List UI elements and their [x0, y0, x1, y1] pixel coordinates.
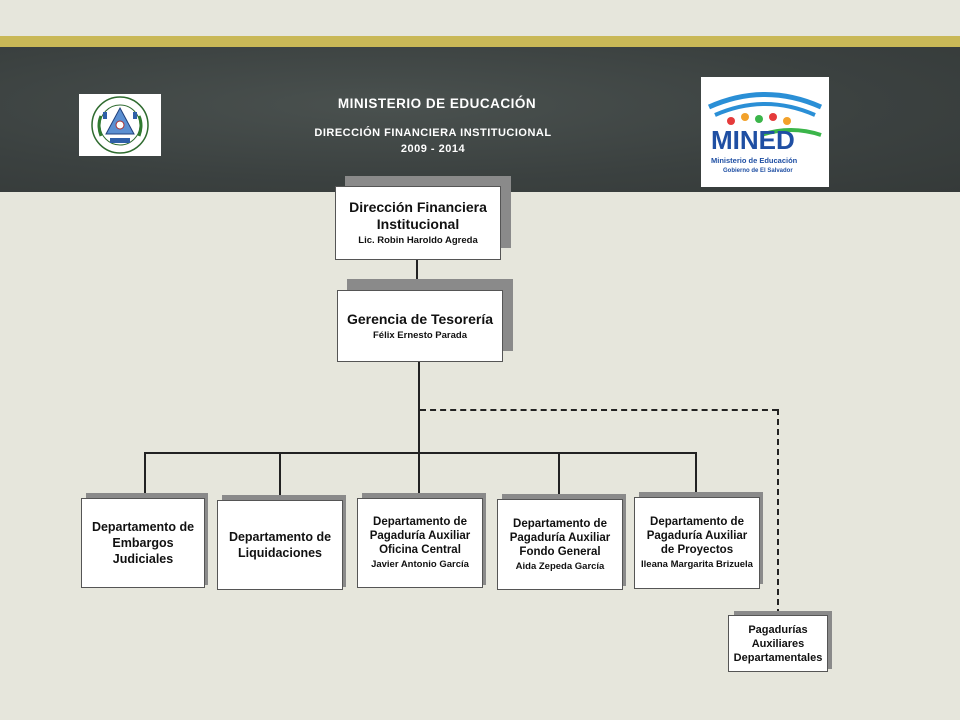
coat-of-arms-icon: [91, 96, 149, 154]
connector-gerencia-down: [418, 362, 420, 453]
gerencia-tesoreria-box: Gerencia de Tesorería Félix Ernesto Para…: [337, 290, 503, 362]
connector-departments-bus: [144, 452, 697, 454]
accent-stripe: [0, 36, 960, 47]
dept-5-line2: Pagaduría Auxiliar: [646, 530, 748, 542]
connector-dept-4: [558, 452, 560, 498]
connector-dept-3: [418, 452, 420, 498]
mined-logo-icon: MINED Ministerio de Educación Gobierno d…: [707, 92, 823, 174]
dept-1-line1: Departamento de: [91, 520, 195, 534]
dept-4-line3: Fondo General: [519, 545, 601, 558]
dept-3-line2: Pagaduría Auxiliar: [369, 530, 471, 542]
dashed-connector-horizontal: [420, 409, 778, 411]
pagadurias-line3: Departamentales: [733, 651, 823, 664]
dashed-connector-vertical: [777, 409, 779, 615]
dept-4-line2: Pagaduría Auxiliar: [509, 531, 611, 544]
dept-embargos-box: Departamento de Embargos Judiciales: [81, 498, 205, 588]
direccion-person: Lic. Robin Haroldo Agreda: [358, 235, 478, 246]
ministry-title: MINISTERIO DE EDUCACIÓN: [337, 96, 537, 111]
svg-text:MINED: MINED: [711, 125, 795, 155]
dept-3-person: Javier Antonio García: [371, 559, 469, 570]
connector-dept-2: [279, 452, 281, 498]
svg-text:Ministerio de Educación: Ministerio de Educación: [711, 156, 798, 165]
period-years: 2009 - 2014: [400, 143, 466, 155]
dept-liquidaciones-box: Departamento de Liquidaciones: [217, 500, 343, 590]
dept-4-line1: Departamento de: [513, 517, 607, 530]
dept-5-line3: de Proyectos: [660, 544, 734, 556]
dept-5-person: Ileana Margarita Brizuela: [641, 559, 753, 570]
direccion-title-line1: Dirección Financiera: [349, 199, 487, 215]
dept-fondo-general-box: Departamento de Pagaduría Auxiliar Fondo…: [497, 499, 623, 590]
dept-proyectos-box: Departamento de Pagaduría Auxiliar de Pr…: [634, 497, 760, 589]
connector-dept-1: [144, 452, 146, 498]
dept-3-line1: Departamento de: [373, 516, 467, 528]
dept-5-line1: Departamento de: [650, 516, 744, 528]
connector-dept-5: [695, 452, 697, 498]
dept-2-line2: Liquidaciones: [237, 546, 323, 560]
direction-subtitle: DIRECCIÓN FINANCIERA INSTITUCIONAL: [314, 127, 552, 139]
connector-direccion-gerencia: [416, 260, 418, 292]
coat-of-arms-logo: [79, 94, 161, 156]
gerencia-title: Gerencia de Tesorería: [346, 310, 494, 327]
pagadurias-departamentales-box: Pagadurías Auxiliares Departamentales: [728, 615, 828, 672]
gerencia-person: Félix Ernesto Parada: [373, 329, 467, 341]
direccion-financiera-box: Dirección Financiera Institucional Lic. …: [335, 186, 501, 260]
pagadurias-line2: Auxiliares: [751, 637, 805, 650]
dept-1-line3: Judiciales: [112, 552, 174, 566]
dept-4-person: Aida Zepeda García: [515, 560, 605, 572]
dept-2-line1: Departamento de: [228, 530, 332, 544]
top-margin: [0, 0, 960, 36]
svg-text:Gobierno de El Salvador: Gobierno de El Salvador: [723, 168, 793, 174]
direccion-title-line2: Institucional: [376, 216, 460, 232]
dept-3-line3: Oficina Central: [379, 544, 461, 556]
dept-oficina-central-box: Departamento de Pagaduría Auxiliar Ofici…: [357, 498, 483, 588]
pagadurias-line1: Pagadurías: [748, 623, 808, 636]
mined-logo: MINED Ministerio de Educación Gobierno d…: [701, 77, 829, 187]
dept-1-line2: Embargos: [112, 536, 174, 550]
